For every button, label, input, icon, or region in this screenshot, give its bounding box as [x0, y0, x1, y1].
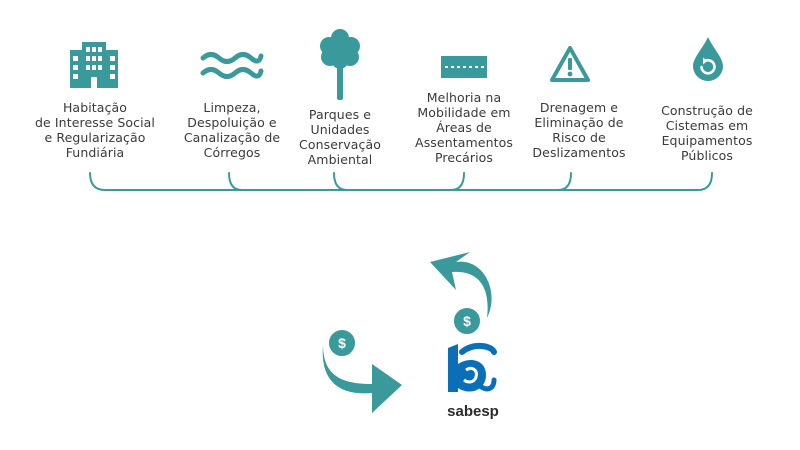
warning-triangle-icon [550, 46, 590, 82]
water-drop-icon [693, 37, 723, 81]
program-label-drainage: Drenagem e Eliminação de Risco de Desliz… [532, 100, 626, 160]
building-icon [70, 42, 118, 88]
road-icon [441, 56, 487, 78]
program-label-streams: Limpeza, Despoluição e Canalização de Có… [183, 100, 281, 160]
tree-icon [320, 29, 360, 100]
sabesp-logo-icon [448, 343, 497, 392]
program-label-parks: Parques e Unidades Conservação Ambiental [299, 107, 381, 167]
water-waves-icon [200, 52, 264, 79]
curved-arrow-right-icon [322, 345, 402, 413]
program-label-mobility: Melhoria na Mobilidade em Áreas de Assen… [415, 90, 513, 165]
program-label-housing: Habitação de Interesse Social e Regulari… [34, 100, 155, 160]
coin-in-symbol: $ [338, 335, 346, 351]
coin-out-symbol: $ [463, 313, 471, 329]
sabesp-wordmark: sabesp [447, 403, 499, 420]
curved-arrow-up-icon [430, 252, 492, 318]
program-label-cisterns: Construção de Cistemas em Equipamentos P… [661, 103, 753, 163]
coin-in-icon: $ [327, 328, 357, 358]
coin-out-icon: $ [452, 306, 482, 336]
